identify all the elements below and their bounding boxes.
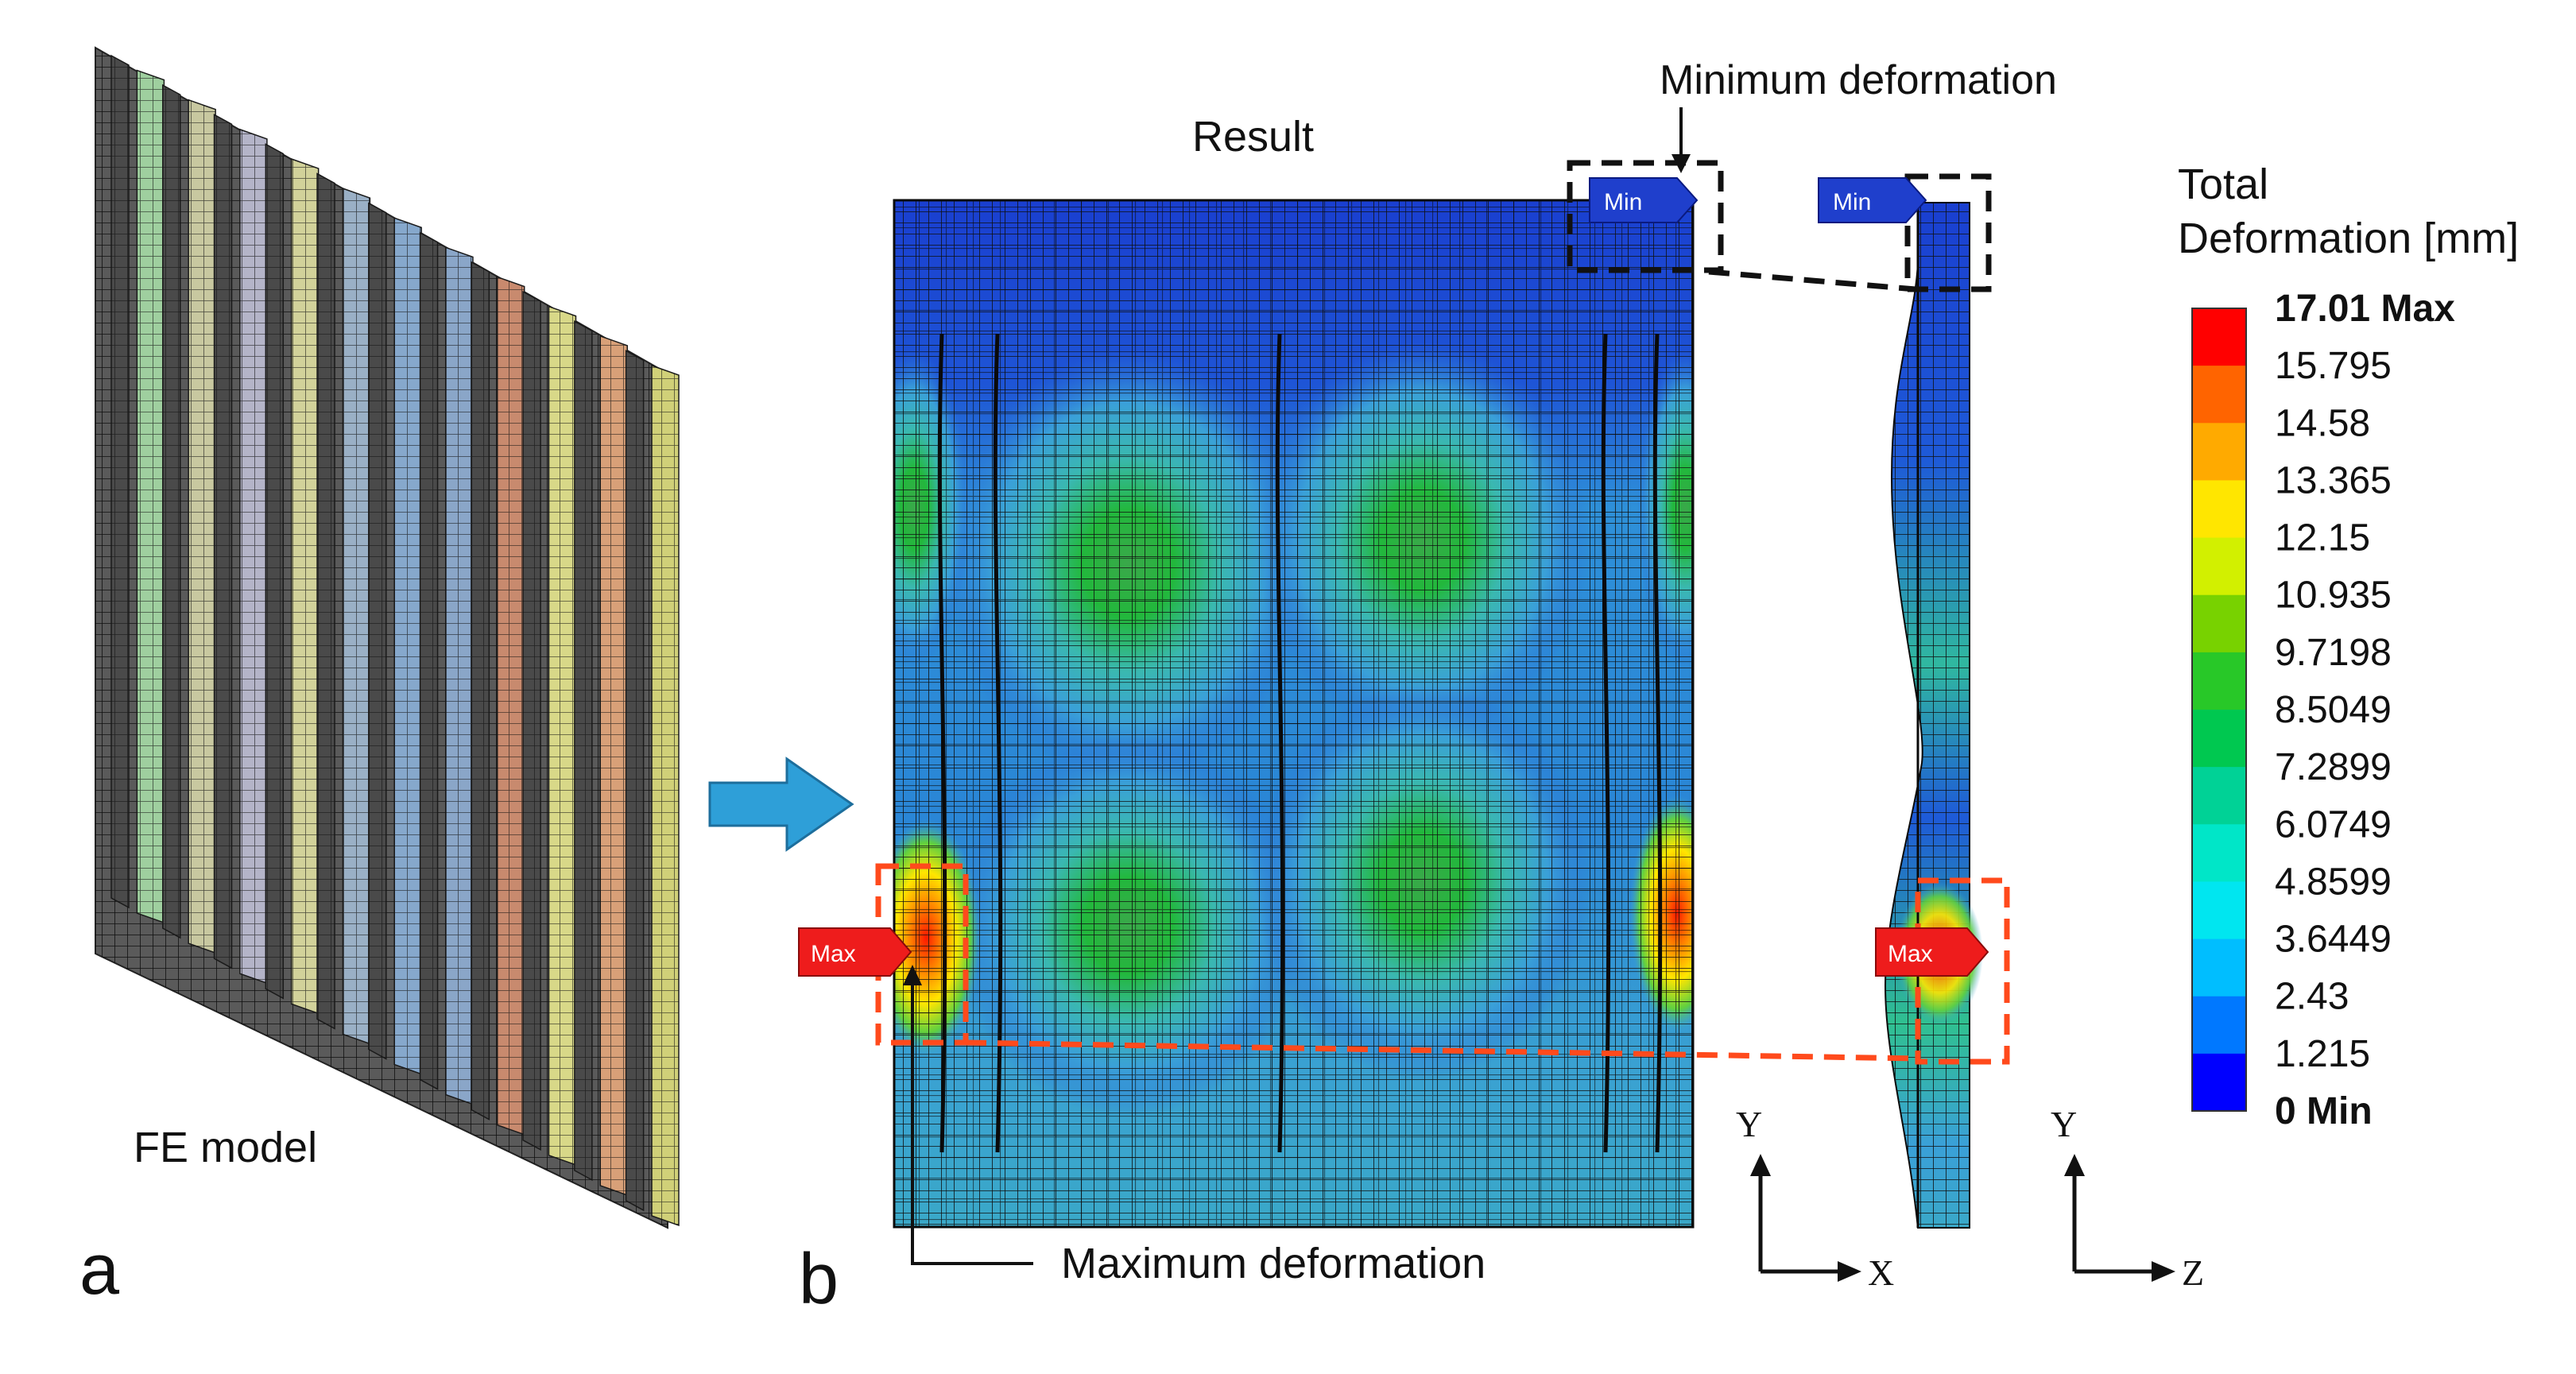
legend-frame [2191, 308, 2247, 1112]
result-panel: Result Minimum deformation [798, 57, 2204, 1319]
legend-swatch [2192, 594, 2246, 653]
legend-swatch [2192, 939, 2246, 997]
stiffener-line [993, 333, 1003, 1153]
fe-stiffener-mesh [265, 144, 284, 999]
legend-label: 13.365 [2275, 459, 2392, 501]
min-tag-front: Min [1589, 177, 1699, 223]
legend-label: 8.5049 [2275, 689, 2392, 731]
legend-swatch [2192, 767, 2246, 825]
front-view-contour [894, 200, 1693, 1227]
front-view-stiffener-lines [893, 199, 1695, 1229]
legend-color-bar [2191, 308, 2247, 1112]
minimum-region-box-side [1904, 173, 1992, 292]
fe-stiffener-mesh [574, 321, 592, 1180]
legend-label: 4.8599 [2275, 861, 2392, 903]
front-axis-y-label: Y [1736, 1104, 1762, 1144]
maximum-pointer-line [911, 968, 1033, 1265]
legend-label: 15.795 [2275, 345, 2392, 387]
fe-stiffener-mesh [343, 188, 370, 1044]
deformation-legend: Total Deformation [mm] 17.01 Max 15.795 14… [2178, 161, 2519, 1132]
fe-stiffener-mesh [111, 56, 129, 908]
min-tag-side: Min [1818, 177, 1927, 223]
legend-label: 2.43 [2275, 976, 2349, 1018]
min-tag-front-label: Min [1604, 189, 1642, 215]
legend-value-labels: 17.01 Max 15.795 14.58 13.365 12.15 10.935 9.7… [2275, 288, 2455, 1132]
legend-label: 1.215 [2275, 1033, 2370, 1075]
max-tag-side-label: Max [1888, 941, 1933, 967]
legend-swatch [2192, 996, 2246, 1055]
fe-stiffener-mesh [291, 159, 319, 1014]
fe-stiffener-mesh [214, 114, 232, 969]
legend-label: 6.0749 [2275, 803, 2392, 846]
side-axis-y-label: Y [2051, 1104, 2077, 1144]
legend-label: 10.935 [2275, 575, 2392, 617]
fe-stiffener-mesh [600, 335, 628, 1195]
fe-stiffener-mesh [162, 85, 180, 939]
fe-stiffener-mesh [445, 247, 473, 1105]
legend-swatch [2192, 423, 2246, 481]
fe-stiffener-mesh [652, 366, 679, 1225]
legend-swatch [2192, 366, 2246, 424]
min-tag-side-label: Min [1833, 189, 1871, 215]
legend-label: 0 Min [2275, 1090, 2373, 1132]
fe-stiffener-mesh [548, 306, 576, 1165]
fe-stiffener-mesh [497, 277, 525, 1135]
transition-arrow-icon [708, 757, 854, 852]
legend-swatch [2192, 652, 2246, 710]
legend-title-line1: Total [2178, 161, 2268, 208]
fe-stiffener-mesh [420, 232, 438, 1090]
fe-stiffener-mesh [188, 99, 216, 954]
legend-swatch [2192, 480, 2246, 539]
front-axes-triad: Y X [1736, 1104, 1894, 1293]
fe-model-drawing [95, 46, 680, 1229]
minimum-connector-line [1708, 269, 1916, 292]
fe-stiffener-mesh [626, 350, 644, 1210]
fe-stiffener-mesh [471, 262, 490, 1120]
fe-stiffener-mesh [523, 292, 541, 1150]
max-tag-front-label: Max [811, 941, 856, 967]
fe-model-caption: FE model [134, 1124, 317, 1171]
legend-title-line2: Deformation [mm] [2178, 215, 2519, 262]
stiffener-line [1275, 333, 1285, 1153]
fe-stiffener-mesh [137, 70, 165, 923]
fe-stiffener-mesh [317, 173, 335, 1029]
fe-stiffener-mesh [394, 218, 422, 1074]
fe-stiffener-mesh [239, 129, 267, 984]
panel-b-label: b [799, 1240, 839, 1319]
legend-label: 14.58 [2275, 402, 2370, 444]
front-axis-x-label: X [1868, 1252, 1894, 1293]
legend-label: 9.7198 [2275, 632, 2392, 674]
fe-stiffener-mesh [368, 203, 386, 1059]
side-axis-z-label: Z [2182, 1252, 2204, 1293]
result-title: Result [1192, 113, 1314, 161]
legend-swatch [2192, 308, 2246, 366]
legend-swatch [2192, 881, 2246, 940]
legend-label: 17.01 Max [2275, 288, 2455, 330]
max-tag-front: Max [798, 927, 912, 977]
fe-model-panel: FE model a [79, 46, 680, 1310]
side-axes-triad: Y Z [2051, 1104, 2204, 1293]
maximum-pointer-arrowhead-icon [903, 965, 922, 985]
panel-a-label: a [79, 1230, 120, 1310]
maximum-deformation-annotation: Maximum deformation [1061, 1240, 1486, 1287]
legend-label: 7.2899 [2275, 746, 2392, 788]
legend-label: 12.15 [2275, 517, 2370, 559]
legend-label: 3.6449 [2275, 919, 2392, 961]
legend-swatch [2192, 824, 2246, 882]
minimum-region-box-front [1567, 160, 1724, 273]
stiffener-line [1652, 333, 1663, 1153]
maximum-region-box-front [875, 863, 969, 1046]
legend-swatch [2192, 710, 2246, 768]
legend-swatch [2192, 1053, 2246, 1112]
legend-swatch [2192, 537, 2246, 596]
max-tag-side: Max [1875, 927, 1989, 977]
plate-outline [893, 199, 1695, 1229]
stiffener-line [937, 333, 947, 1153]
side-view-contour [1884, 202, 1983, 1229]
minimum-deformation-annotation: Minimum deformation [1660, 57, 2057, 103]
stiffener-line [1601, 333, 1611, 1153]
